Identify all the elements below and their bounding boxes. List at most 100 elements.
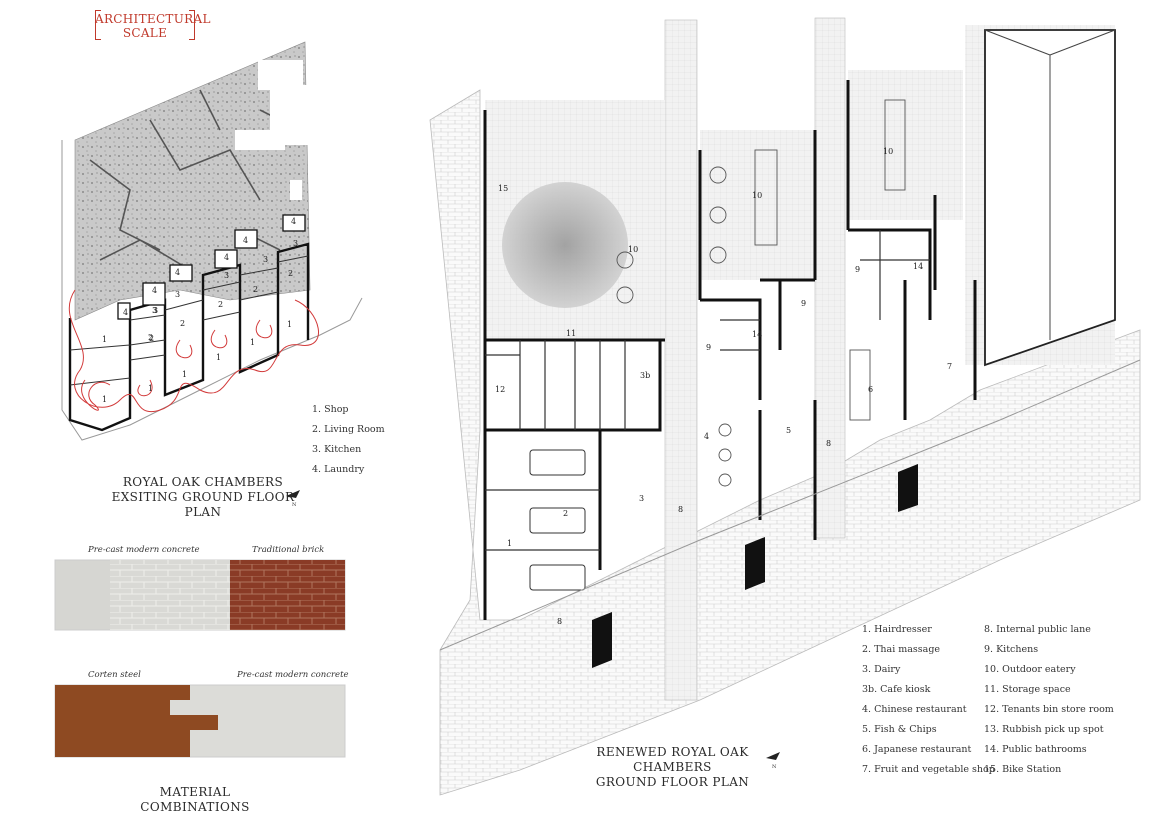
room-number: 3 <box>224 271 229 280</box>
legend-item: 2. Living Room <box>312 424 385 435</box>
renewed-plan-legend-col2: 8. Internal public lane 9. Kitchens 10. … <box>984 620 1114 780</box>
existing-ground-floor-plan <box>61 41 363 441</box>
existing-plan-title-line2: EXSITING GROUND FLOOR PLAN <box>111 490 295 519</box>
room-number: 15 <box>498 184 508 193</box>
renewed-plan-title: RENEWED ROYAL OAK CHAMBERS GROUND FLOOR … <box>570 745 775 790</box>
room-number: 1 <box>102 335 107 344</box>
street-edge <box>439 359 1141 651</box>
material-label-precast-concrete-2: Pre-cast modern concrete <box>237 670 349 680</box>
renewed-ground-floor-plan <box>429 17 1141 796</box>
renewed-plan-title-line1: RENEWED ROYAL OAK CHAMBERS <box>596 745 749 774</box>
legend-item: 14. Public bathrooms <box>984 744 1087 755</box>
legend-item: 1. Hairdresser <box>862 624 932 635</box>
room-number: 3 <box>639 494 644 503</box>
room-number: 1 <box>216 353 221 362</box>
room-number: 4 <box>152 286 157 295</box>
legend-item: 10. Outdoor eatery <box>984 664 1076 675</box>
eatery-tables <box>616 99 906 487</box>
legend-item: 3. Dairy <box>862 664 901 675</box>
legend-item: 5. Fish & Chips <box>862 724 937 735</box>
room-number: 2 <box>563 509 568 518</box>
room-number: 8 <box>557 617 562 626</box>
room-number: 11 <box>566 329 576 338</box>
scale-label-line1: ARCHITECTURAL <box>95 12 211 26</box>
room-number: 1 <box>507 539 512 548</box>
existing-plan-title: ROYAL OAK CHAMBERS EXSITING GROUND FLOOR… <box>108 475 298 520</box>
room-number: 10 <box>883 147 893 156</box>
north-arrow-label: N <box>772 764 777 770</box>
room-number: 1 <box>182 370 187 379</box>
room-number: 9 <box>706 343 711 352</box>
room-number: 8 <box>678 505 683 514</box>
massage-beds <box>529 449 586 591</box>
legend-item: 12. Tenants bin store room <box>984 704 1114 715</box>
room-number: 10 <box>628 245 638 254</box>
bin-store-blocks <box>592 464 918 668</box>
building-block <box>290 180 302 200</box>
room-number: 3 <box>293 239 298 248</box>
legend-item: 13. Rubbish pick up spot <box>984 724 1104 735</box>
room-number: 2 <box>253 285 258 294</box>
renewed-room-numbers: 15 10 10 10 11 12 3b 1 2 3 8 8 4 9 14 9 … <box>495 147 952 626</box>
legend-item: 9. Kitchens <box>984 644 1039 655</box>
tree-canopy <box>502 182 628 308</box>
room-number: 9 <box>855 265 860 274</box>
legend-item: 4. Laundry <box>312 464 365 475</box>
north-arrow-icon <box>286 490 300 498</box>
architectural-scale-label: ARCHITECTURAL SCALE <box>95 10 211 40</box>
existing-plan-legend: 1. Shop 2. Living Room 3. Kitchen 4. Lau… <box>312 400 385 480</box>
legend-item: 6. Japanese restaurant <box>862 744 972 755</box>
terrace-walls <box>68 242 310 432</box>
existing-site-aerial <box>74 41 311 321</box>
public-lane-strip <box>664 19 698 701</box>
room-number: 4 <box>175 268 180 277</box>
room-number: 1 <box>102 395 107 404</box>
room-number: 2 <box>218 300 223 309</box>
public-lane-strip <box>814 17 846 539</box>
room-number: 14 <box>752 330 762 339</box>
room-number: 3 <box>263 255 268 264</box>
room-number: 4 <box>224 253 229 262</box>
existing-plan-title-line1: ROYAL OAK CHAMBERS <box>122 475 284 489</box>
existing-room-numbers: 4 4 4 4 4 4 3 3 3 3 3 3 2 2 2 2 2 2 1 1 … <box>102 217 298 404</box>
renewed-plan-title-line2: GROUND FLOOR PLAN <box>595 775 750 789</box>
north-arrow-icon <box>766 752 780 760</box>
legend-item: 2. Thai massage <box>862 644 941 655</box>
room-number: 12 <box>495 385 505 394</box>
legend-item: 3b. Cafe kiosk <box>862 684 931 695</box>
crack-lines <box>89 89 301 271</box>
terrace-partitions <box>69 255 309 386</box>
legend-item: 3. Kitchen <box>312 444 362 455</box>
room-number: 8 <box>826 439 831 448</box>
room-number: 2 <box>149 334 154 343</box>
room-number: 3 <box>153 306 158 315</box>
room-number: 1 <box>148 384 153 393</box>
room-number: 1 <box>250 338 255 347</box>
room-number: 3 <box>175 290 180 299</box>
material-swatch-2 <box>54 684 346 758</box>
room-number: 4 <box>123 308 128 317</box>
courtyard-paving <box>848 70 963 220</box>
material-label-corten-steel: Corten steel <box>88 670 141 680</box>
room-number: 2 <box>180 319 185 328</box>
room-number: 9 <box>801 299 806 308</box>
room-number: 14 <box>913 262 923 271</box>
room-number: 3 <box>152 306 157 315</box>
rear-outbuildings <box>117 214 306 320</box>
room-number: 7 <box>947 362 952 371</box>
building-block <box>235 130 285 150</box>
legend-item: 15. Bike Station <box>984 764 1062 775</box>
legend-item: 1. Shop <box>312 404 349 415</box>
legend-item: 8. Internal public lane <box>984 624 1091 635</box>
room-number: 6 <box>868 385 873 394</box>
north-arrow-label: N <box>292 502 297 508</box>
material-label-traditional-brick: Traditional brick <box>252 545 325 555</box>
legend-item: 4. Chinese restaurant <box>862 704 967 715</box>
room-number: 5 <box>786 426 791 435</box>
legend-item: 11. Storage space <box>984 684 1071 695</box>
material-label-precast-concrete: Pre-cast modern concrete <box>88 545 200 555</box>
room-number: 4 <box>243 236 248 245</box>
room-number: 4 <box>704 432 709 441</box>
renewed-plan-legend-col1: 1. Hairdresser 2. Thai massage 3. Dairy … <box>862 620 995 780</box>
